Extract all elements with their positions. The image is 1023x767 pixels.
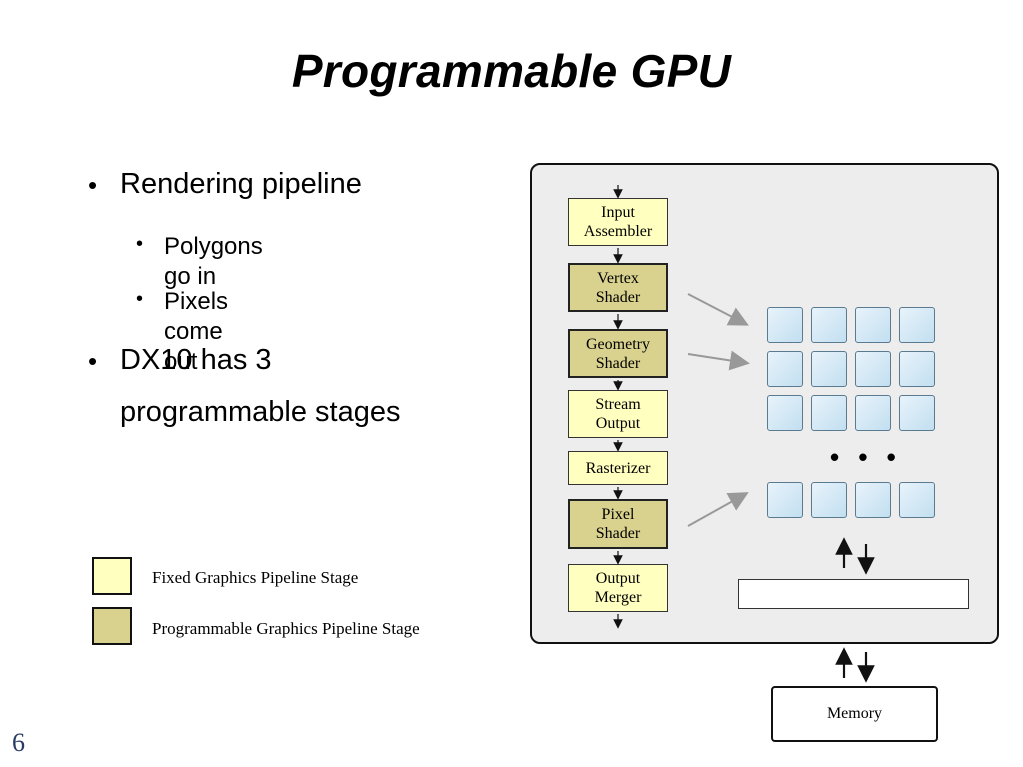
shader-core (899, 395, 935, 431)
shader-core (899, 351, 935, 387)
shader-core (855, 482, 891, 518)
shader-core (811, 482, 847, 518)
sub-bullet-pixels: Pixels come out (164, 288, 229, 375)
legend-programmable-label: Programmable Graphics Pipeline Stage (152, 619, 420, 638)
sub-bullet-polygons: Polygons go in (164, 233, 263, 290)
shader-core (767, 395, 803, 431)
bullet-marker: • (88, 346, 98, 376)
bullet-dx10-line1: DX10 has 3 (120, 344, 272, 376)
core-buffer-arrows (835, 537, 875, 575)
shader-core (811, 395, 847, 431)
shader-core (811, 307, 847, 343)
legend-fixed-swatch (92, 557, 132, 595)
bullet-dx10-line2: programmable stages (120, 396, 401, 428)
page-number: 6 (12, 728, 25, 757)
more-cores-ellipsis: • • • (830, 442, 902, 472)
stage-rasterizer: Rasterizer (568, 451, 668, 485)
shader-core (899, 482, 935, 518)
sub-bullet-marker: • (136, 288, 144, 310)
shader-core (811, 351, 847, 387)
shader-core (767, 482, 803, 518)
shader-core (855, 307, 891, 343)
slide-title: Programmable GPU (291, 45, 732, 97)
shader-core (855, 351, 891, 387)
legend-fixed-label: Fixed Graphics Pipeline Stage (152, 568, 359, 587)
shader-core (767, 307, 803, 343)
memory-box: Memory (771, 686, 938, 742)
sub-bullet-marker: • (136, 233, 144, 255)
legend-programmable-swatch (92, 607, 132, 645)
shader-core (855, 395, 891, 431)
panel-memory-arrows (835, 647, 875, 683)
cache-buffer (738, 579, 969, 609)
bullet-marker: • (88, 170, 98, 200)
shader-core (899, 307, 935, 343)
bullet-rendering-pipeline: Rendering pipeline (120, 168, 362, 200)
shader-to-core-arrows (687, 293, 750, 527)
shader-core (767, 351, 803, 387)
